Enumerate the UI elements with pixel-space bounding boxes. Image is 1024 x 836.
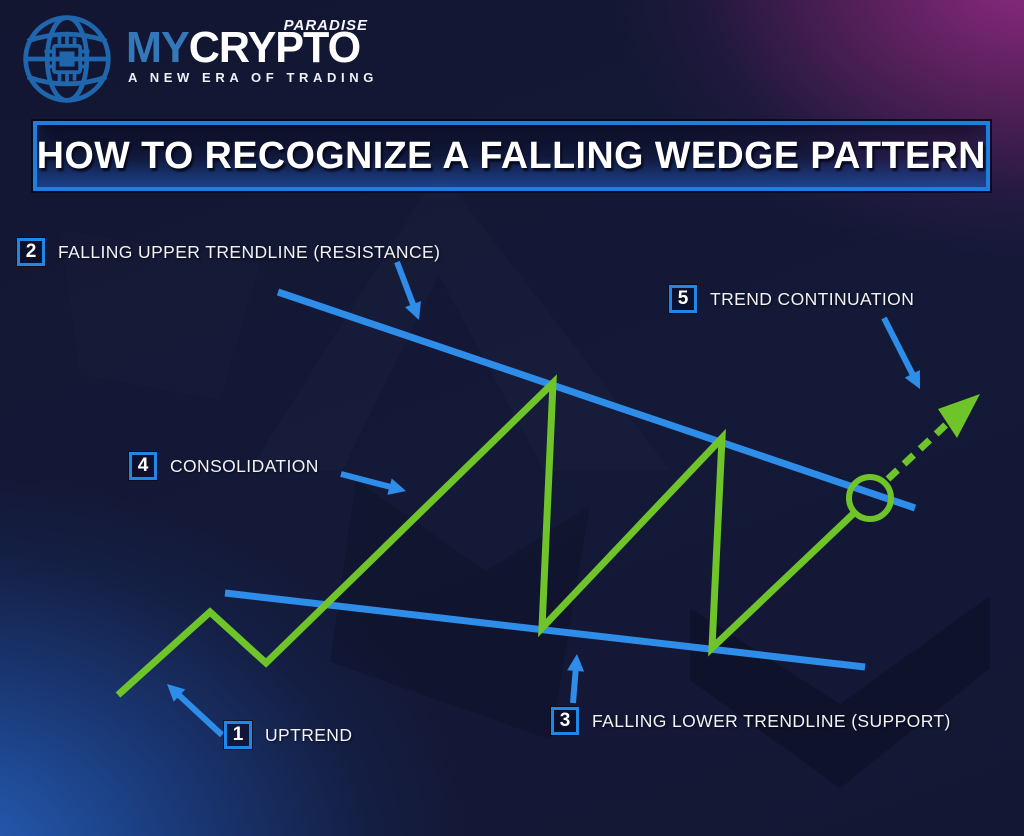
callout-label: FALLING LOWER TRENDLINE (SUPPORT) (592, 710, 951, 731)
callout-uptrend: 1 UPTREND (224, 721, 352, 749)
callout-arrow-head-icon (167, 684, 186, 702)
title-banner: HOW TO RECOGNIZE A FALLING WEDGE PATTERN (33, 121, 990, 191)
callout-arrow-line (175, 691, 225, 738)
breakout-arrowhead-icon (938, 394, 980, 438)
callout-number-badge: 3 (551, 707, 579, 735)
callout-consolidation: 4 CONSOLIDATION (129, 452, 319, 480)
lower-trendline-support (224, 589, 866, 671)
logo-crypto-text: CRYPTO (188, 23, 361, 72)
logo-my-text: MY (126, 23, 190, 72)
callout-label: CONSOLIDATION (170, 455, 319, 476)
callout-arrow-line (881, 316, 917, 378)
callout-label: TREND CONTINUATION (710, 288, 915, 309)
logo-tagline: A NEW ERA OF TRADING (128, 70, 378, 85)
callout-upper-trendline: 2 FALLING UPPER TRENDLINE (RESISTANCE) (17, 238, 440, 266)
callout-number-badge: 2 (17, 238, 45, 266)
globe-chip-icon (23, 15, 111, 103)
callout-number-badge: 1 (224, 721, 252, 749)
callout-arrow-head-icon (387, 478, 406, 495)
background-shape (330, 480, 590, 740)
callout-label: FALLING UPPER TRENDLINE (RESISTANCE) (58, 241, 441, 262)
callout-arrow-line (340, 471, 394, 491)
background-shape (690, 596, 990, 788)
breakout-point-circle (846, 474, 894, 522)
upper-trendline-resistance (276, 288, 917, 512)
logo-wordmark: MYCRYPTO (126, 23, 361, 72)
callout-label: UPTREND (265, 724, 353, 745)
callout-number-badge: 4 (129, 452, 157, 480)
callout-number-badge: 5 (669, 285, 697, 313)
callout-arrow-line (394, 260, 417, 308)
callout-arrow-head-icon (567, 654, 585, 672)
price-zigzag-line (115, 374, 856, 698)
background-shape (250, 170, 670, 470)
callout-arrow-head-icon (904, 369, 920, 389)
page-title: HOW TO RECOGNIZE A FALLING WEDGE PATTERN (36, 134, 987, 177)
callout-lower-trendline: 3 FALLING LOWER TRENDLINE (SUPPORT) (551, 707, 951, 735)
callout-arrow-line (570, 667, 579, 704)
breakout-dashed-line (885, 417, 954, 482)
logo-paradise-text: PARADISE (283, 17, 368, 34)
callout-trend-continuation: 5 TREND CONTINUATION (669, 285, 914, 313)
callout-arrow-head-icon (405, 301, 421, 320)
brand-logo: PARADISE MYCRYPTO A NEW ERA OF TRADING (0, 0, 420, 110)
